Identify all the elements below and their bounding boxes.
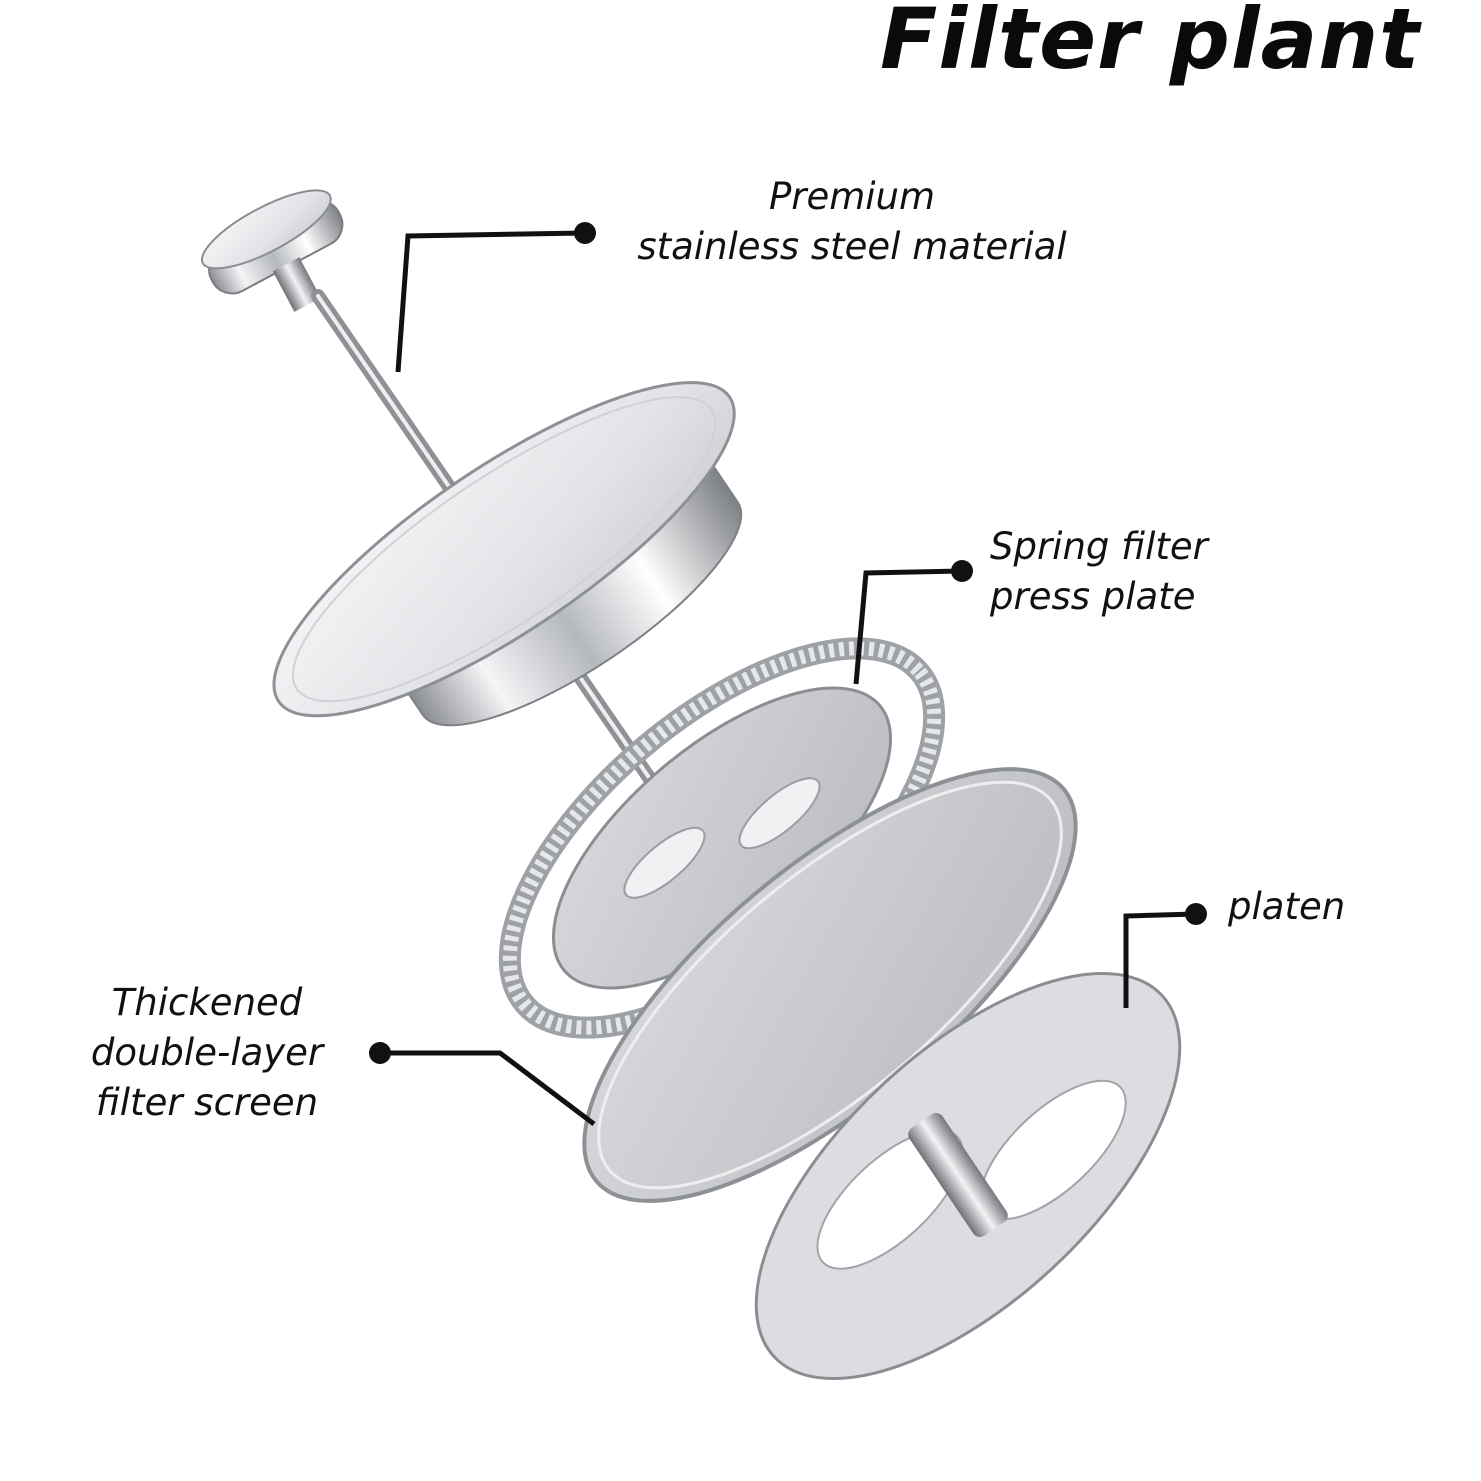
callout-premium-line2: stainless steel material <box>637 225 1067 268</box>
callout-filter-screen-line1: Thickened <box>111 981 303 1024</box>
callout-platen-line1: platen <box>1228 885 1346 928</box>
dot-premium <box>574 222 596 244</box>
page-title: Filter plant <box>880 0 1421 88</box>
leader-platen <box>1123 911 1197 1008</box>
callout-spring-line1: Spring filter <box>990 525 1208 568</box>
callout-premium-line1: Premium <box>768 175 936 218</box>
leader-dots <box>369 222 1207 1064</box>
callout-filter-screen: Thickened double-layer filter screen <box>62 978 352 1128</box>
callout-platen: platen <box>1228 882 1345 932</box>
leader-premium <box>395 230 586 373</box>
lid-part <box>272 381 743 727</box>
dot-filter-screen <box>369 1042 391 1064</box>
leader-spring <box>853 568 963 685</box>
knob-part <box>200 189 344 312</box>
callout-filter-screen-line2: double-layer <box>90 1031 324 1074</box>
callout-premium: Premium stainless steel material <box>612 172 1092 272</box>
leader-lines <box>382 230 1197 1126</box>
leader-filter-screen <box>382 1050 596 1126</box>
callout-spring-line2: press plate <box>990 575 1196 618</box>
callout-filter-screen-line3: filter screen <box>95 1081 319 1124</box>
dot-spring <box>951 560 973 582</box>
callout-spring: Spring filter press plate <box>990 522 1208 622</box>
dot-platen <box>1185 903 1207 925</box>
